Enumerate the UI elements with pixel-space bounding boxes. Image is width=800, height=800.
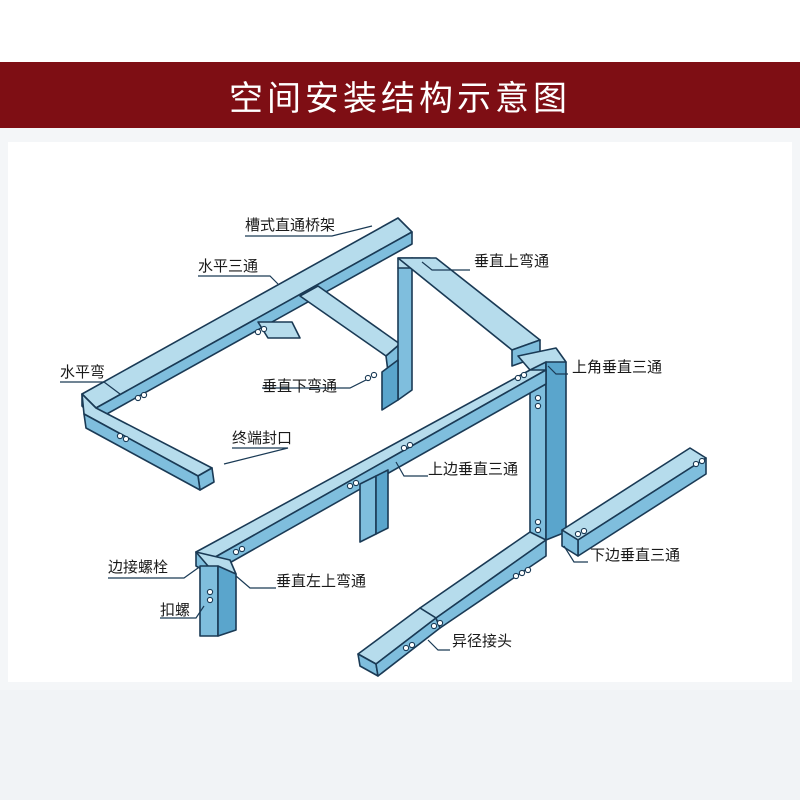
- label-reducer-joint: 异径接头: [452, 632, 512, 650]
- upper-loop-tray: [81, 217, 413, 491]
- bolt-holes: [116, 325, 706, 652]
- leader-lines: [60, 225, 588, 651]
- bottom-reducer-tray: [357, 531, 547, 677]
- label-horizontal-bend: 水平弯: [60, 363, 105, 381]
- vertical-riser-left: [381, 257, 541, 411]
- vertical-riser-right: [517, 347, 567, 549]
- top-margin: [0, 0, 800, 62]
- label-top-vertical-tee: 上角垂直三通: [572, 358, 662, 376]
- label-clip-bolt: 扣螺: [160, 601, 190, 619]
- label-lower-side-vertical-tee: 下边垂直三通: [590, 546, 680, 564]
- bottom-margin: [0, 690, 800, 800]
- label-vertical-up-bend: 垂直上弯通: [474, 252, 549, 270]
- label-upper-side-vertical-tee: 上边垂直三通: [428, 460, 518, 478]
- page-title: 空间安装结构示意图: [229, 78, 571, 119]
- middle-long-tray: [195, 369, 547, 575]
- label-end-cap: 终端封口: [232, 429, 292, 447]
- title-banner: 空间安装结构示意图: [0, 62, 800, 128]
- label-straight-tray: 槽式直通桥架: [245, 216, 335, 234]
- label-horizontal-tee: 水平三通: [198, 257, 258, 275]
- lower-right-tray: [561, 447, 707, 557]
- label-vertical-down-bend: 垂直下弯通: [262, 377, 337, 395]
- label-vertical-left-up-bend: 垂直左上弯通: [276, 572, 366, 590]
- label-side-connector-bolt: 边接螺栓: [108, 558, 168, 576]
